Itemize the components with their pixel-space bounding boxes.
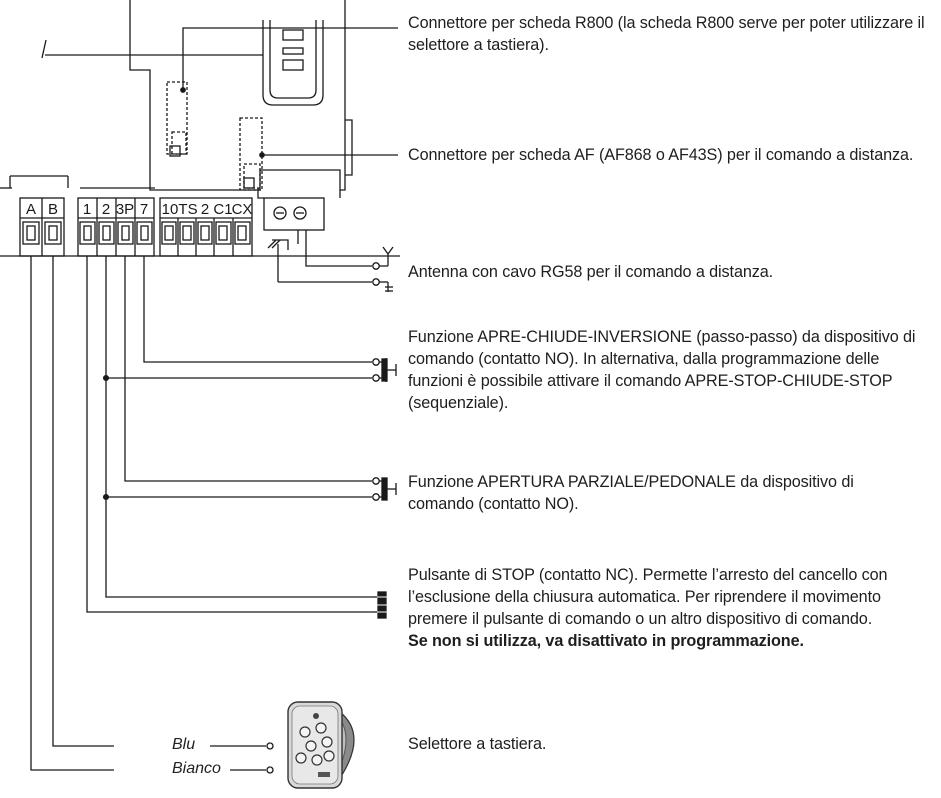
stop-note: Se non si utilizza, va disattivato in pr…	[408, 632, 804, 650]
stop-description-text: Pulsante di STOP (contatto NC). Permette…	[408, 566, 888, 628]
terminal-label: B	[48, 201, 58, 218]
transformer-slot	[262, 20, 324, 106]
wire-label-bianco: Bianco	[172, 760, 221, 777]
passo-button-icon	[372, 358, 397, 382]
af-connector	[239, 117, 263, 191]
terminal-label: 1	[83, 201, 91, 218]
stop-description: Pulsante di STOP (contatto NC). Permette…	[408, 564, 938, 652]
terminal-label: C1	[213, 201, 232, 218]
parziale-description: Funzione APERTURA PARZIALE/PEDONALE da d…	[408, 473, 854, 513]
wire-2-stop	[105, 497, 372, 598]
antenna-description: Antenna con cavo RG58 per il comando a d…	[408, 263, 774, 281]
r800-connector	[166, 81, 188, 155]
stop-button-icon	[372, 591, 387, 619]
r800-leader	[182, 27, 398, 90]
terminal-label: 3P	[116, 201, 134, 218]
wire-a	[30, 256, 114, 771]
af-description: Connettore per scheda AF (AF868 o AF43S)…	[408, 146, 914, 164]
terminal-label: CX	[232, 201, 253, 218]
terminal-label: TS	[178, 201, 197, 218]
terminal-label: A	[26, 201, 36, 218]
wire-7	[143, 256, 372, 363]
wire-b	[52, 256, 114, 747]
keypad-description: Selettore a tastiera.	[408, 735, 547, 753]
terminal-label: 10	[162, 201, 179, 218]
terminal-label: 2	[102, 201, 110, 218]
parziale-button-icon	[372, 477, 397, 501]
wire-label-blu: Blu	[172, 736, 196, 753]
terminal-label: 2	[201, 201, 209, 218]
passo-description: Funzione APRE-CHIUDE-INVERSIONE (passo-p…	[408, 328, 916, 412]
keypad-icon	[287, 701, 355, 789]
terminal-block-ab	[19, 197, 65, 257]
terminal-block-safety	[159, 197, 253, 257]
wire-3p	[124, 256, 372, 482]
terminal-block-commands	[77, 197, 155, 257]
terminal-label: 7	[140, 201, 148, 218]
antenna-terminal	[263, 197, 325, 231]
r800-description: Connettore per scheda R800 (la scheda R8…	[408, 14, 925, 54]
wire-2-passo	[105, 256, 372, 379]
wire-1	[86, 256, 372, 613]
